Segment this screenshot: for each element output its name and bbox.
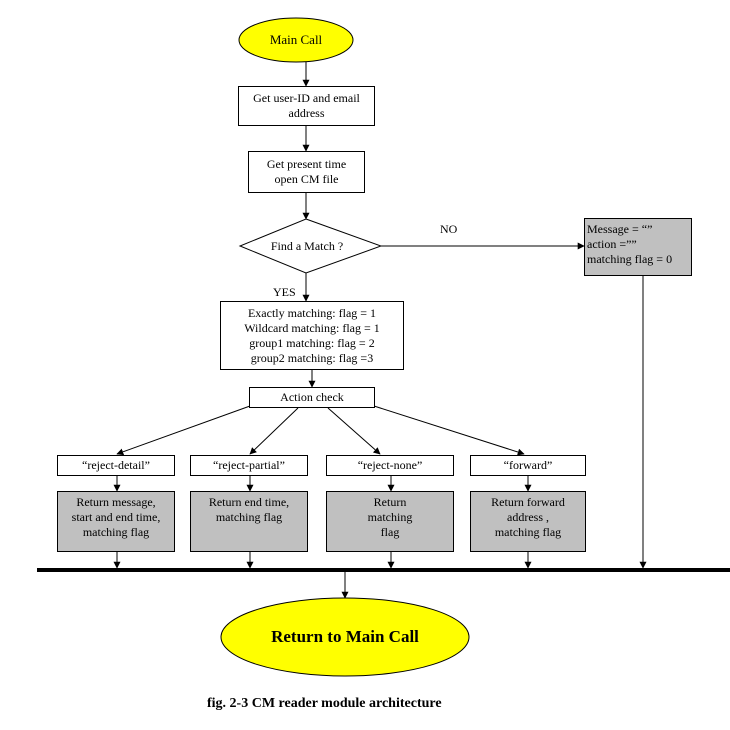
no-match-box: Message = “” action =”” matching flag = … [584,218,692,276]
no-match-line-1: Message = “” [587,222,653,236]
result-forward-line-3: matching flag [494,525,562,539]
action-reject-detail-box: “reject-detail” [57,455,175,476]
action-check-box: Action check [249,387,375,408]
end-terminal-label: Return to Main Call [271,627,419,646]
matching-flags-box: Exactly matching: flag = 1 Wildcard matc… [220,301,404,370]
result-reject-none-line-2: matching [367,510,413,524]
flags-line-3: group1 matching: flag = 2 [249,335,375,350]
result-reject-detail-line-2: start and end time, [71,510,161,524]
step-get-time-line-2: open CM file [274,172,339,186]
start-terminal [238,17,354,63]
flags-line-1: Exactly matching: flag = 1 [247,305,377,320]
start-terminal-label: Main Call [269,32,323,47]
decision-yes-label: YES [273,285,296,299]
result-reject-none-line-3: flag [380,525,400,539]
flags-line-2: Wildcard matching: flag = 1 [244,320,380,335]
action-reject-none-box: “reject-none” [326,455,454,476]
arrow-action-to-none [327,407,381,455]
result-forward-box: Return forward address , matching flag [470,491,586,552]
arrow-action-to-detail [116,405,251,456]
flags-line-4: group2 matching: flag =3 [250,350,374,365]
result-reject-detail-line-1: Return message, [76,495,156,509]
result-reject-partial-line-2: matching flag [215,510,283,524]
arrow-action-to-forward [373,405,525,456]
figure-caption: fig. 2-3 CM reader module architecture [207,696,442,711]
no-match-line-2: action =”” [587,237,637,251]
result-reject-partial-box: Return end time, matching flag [190,491,308,552]
action-forward-box: “forward” [470,455,586,476]
step-get-time-line-1: Get present time [266,157,347,171]
action-check-label: Action check [280,390,344,404]
end-terminal [220,597,470,677]
decision-no-label: NO [440,222,458,236]
action-reject-none-label: “reject-none” [357,458,423,472]
action-reject-partial-box: “reject-partial” [190,455,308,476]
decision-diamond [238,218,383,274]
action-reject-detail-label: “reject-detail” [82,458,150,472]
step-get-user-line-2: address [288,106,325,120]
step-get-user-line-1: Get user-ID and email [253,91,360,105]
result-reject-partial-line-1: Return end time, [208,495,290,509]
no-match-line-3: matching flag = 0 [587,252,673,266]
arrow-action-to-partial [249,407,299,455]
action-forward-label: “forward” [503,458,553,472]
result-reject-none-line-1: Return [373,495,407,509]
result-forward-line-1: Return forward [491,495,565,509]
result-reject-detail-box: Return message, start and end time, matc… [57,491,175,552]
result-forward-line-2: address , [507,510,549,524]
result-reject-none-box: Return matching flag [326,491,454,552]
step-get-user-box: Get user-ID and email address [238,86,375,126]
result-reject-detail-line-3: matching flag [82,525,150,539]
decision-label: Find a Match ? [270,238,344,253]
action-reject-partial-label: “reject-partial” [213,458,285,472]
step-get-time-box: Get present time open CM file [248,151,365,193]
